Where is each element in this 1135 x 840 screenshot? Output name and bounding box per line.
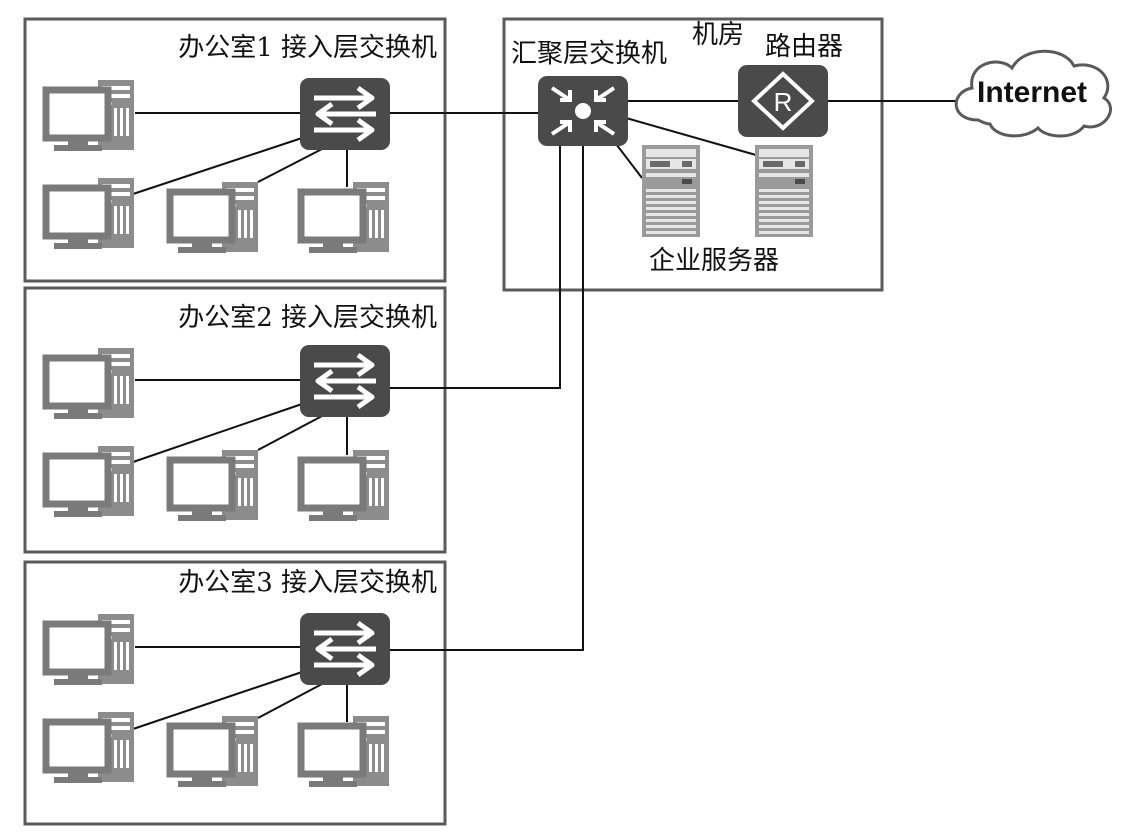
router-label: 路由器 <box>765 32 843 62</box>
office-1-access-switch-icon <box>300 78 390 150</box>
office-1-pc-2 <box>46 178 134 249</box>
office-2-pc-4 <box>301 450 389 521</box>
office-3-wires <box>132 146 584 730</box>
server-1-icon <box>642 145 700 237</box>
internet-label: Internet <box>977 76 1087 109</box>
office-3-pc-2 <box>46 712 134 783</box>
servers-label: 企业服务器 <box>649 246 779 276</box>
server-2-icon <box>755 145 813 237</box>
machine-room-wires <box>612 100 962 179</box>
machine-room-title: 机房 <box>692 20 744 50</box>
office-1-pc-3 <box>170 182 258 253</box>
office-2-wires <box>132 146 561 463</box>
office-1-label: 办公室1 接入层交换机 <box>178 33 437 63</box>
office-2-pc-2 <box>46 446 134 517</box>
office-1-wires <box>132 112 540 195</box>
office-2-label: 办公室2 接入层交换机 <box>178 303 437 333</box>
office-3-pc-1 <box>46 614 134 685</box>
office-2-pc-1 <box>46 348 134 419</box>
office-3-pc-4 <box>301 716 389 787</box>
office-2-pc-3 <box>170 450 258 521</box>
office-3-pc-3 <box>170 716 258 787</box>
core-switch-icon <box>538 76 628 146</box>
svg-text:R: R <box>774 87 793 117</box>
office-1-pc-4 <box>301 182 389 253</box>
internet-cloud-icon <box>954 49 1112 138</box>
core-switch-label: 汇聚层交换机 <box>511 39 667 69</box>
office-2-access-switch-icon <box>300 345 390 417</box>
office-1-pc-1 <box>46 80 134 151</box>
office-3-access-switch-icon <box>300 613 390 685</box>
router-icon: R <box>738 65 828 137</box>
office-3-label: 办公室3 接入层交换机 <box>178 568 437 598</box>
